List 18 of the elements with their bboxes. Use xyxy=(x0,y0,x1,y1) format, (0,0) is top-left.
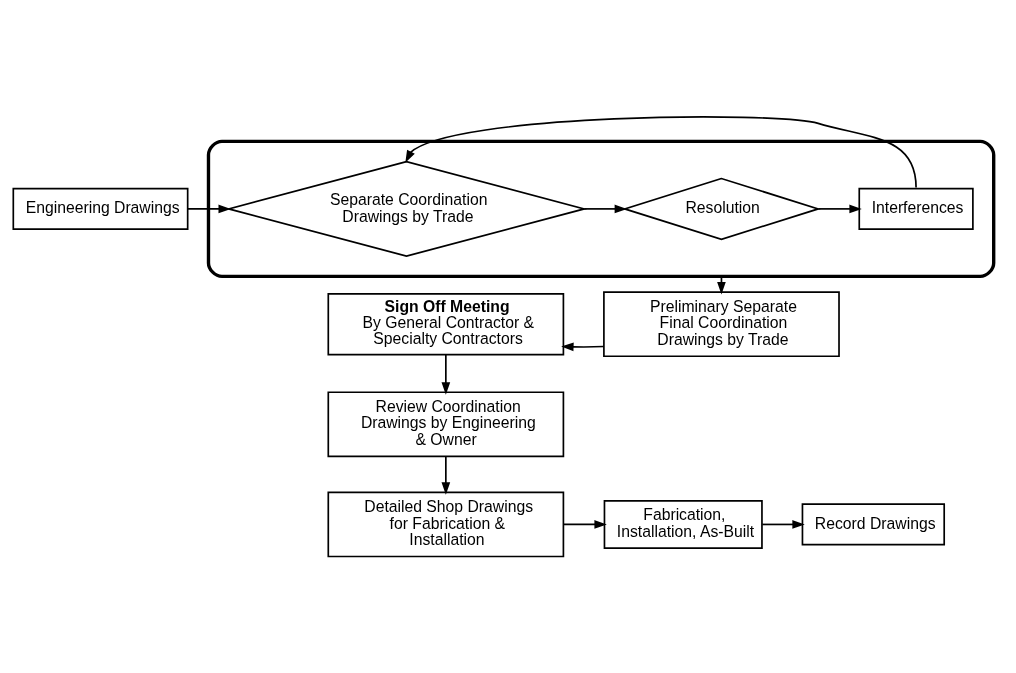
node-box: Interferences xyxy=(858,187,974,230)
node-box: Review Coordination Drawings by Engineering & Owner xyxy=(327,391,565,458)
node-box: Sign Off Meeting By General Contractor & Specialty Contractors xyxy=(327,293,565,356)
arrow xyxy=(186,204,231,214)
arrow xyxy=(441,353,451,395)
arrow xyxy=(583,204,628,214)
cluster xyxy=(206,139,996,279)
arrow xyxy=(441,455,451,495)
node-box: Fabrication, Installation, As-Built xyxy=(603,499,763,549)
arrow xyxy=(562,520,607,529)
node-box: Engineering Drawings xyxy=(12,187,189,230)
arrow xyxy=(761,520,805,529)
node-box: Record Drawings xyxy=(801,503,946,546)
node-box: Preliminary Separate Final Coordination Drawings by Trade xyxy=(603,291,840,358)
arrow xyxy=(405,116,917,189)
node-box: Detailed Shop Drawings for Fabrication & Installation xyxy=(327,491,565,558)
arrow xyxy=(561,342,605,352)
arrow xyxy=(817,204,862,214)
